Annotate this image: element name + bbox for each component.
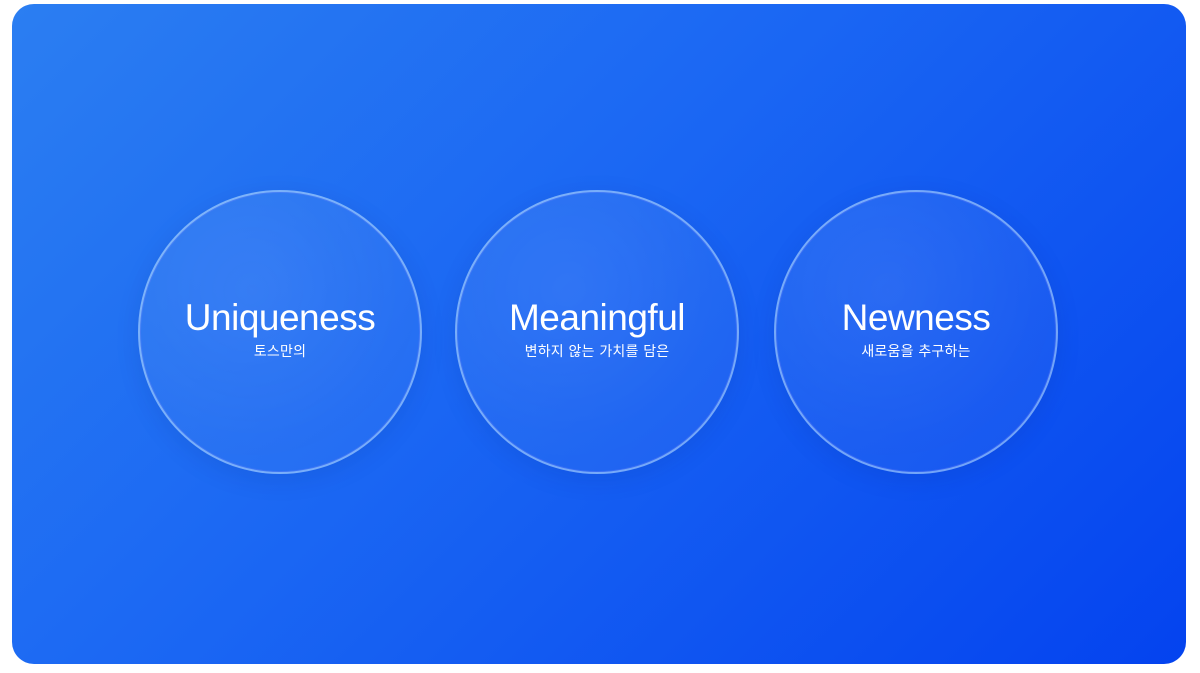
value-circle-newness: Newness 새로움을 추구하는 (774, 190, 1058, 474)
circle-title: Uniqueness (184, 297, 376, 338)
circle-title: Meaningful (508, 297, 686, 338)
circle-subtitle: 새로움을 추구하는 (861, 344, 971, 360)
circle-title: Newness (841, 297, 991, 338)
hero-card: Uniqueness 토스만의 Meaningful 변하지 않는 가치를 담은… (12, 4, 1186, 664)
value-circle-meaningful: Meaningful 변하지 않는 가치를 담은 (455, 190, 739, 474)
value-circle-uniqueness: Uniqueness 토스만의 (138, 190, 422, 474)
circle-subtitle: 토스만의 (253, 344, 307, 360)
circle-subtitle: 변하지 않는 가치를 담은 (524, 344, 670, 360)
